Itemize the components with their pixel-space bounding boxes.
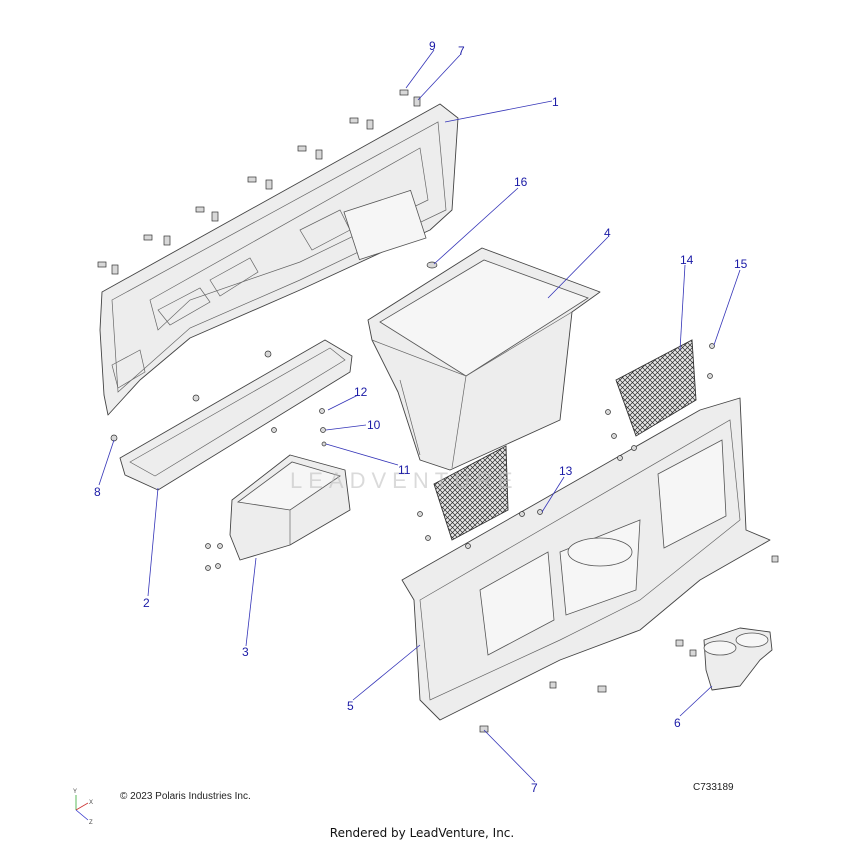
- callout-10[interactable]: 10: [367, 418, 381, 432]
- callout-9[interactable]: 9: [429, 39, 436, 53]
- callout-15[interactable]: 15: [734, 257, 748, 271]
- callout-3[interactable]: 3: [242, 645, 249, 659]
- rear-trim-panel-part[interactable]: [401, 397, 771, 721]
- callout-16[interactable]: 16: [514, 175, 528, 189]
- panel-fasteners: [97, 89, 421, 275]
- axis-y-label: Y: [73, 789, 77, 795]
- axis-x-label: X: [89, 800, 93, 806]
- misc-hardware: [110, 343, 779, 733]
- callout-14[interactable]: 14: [680, 253, 694, 267]
- callout-13[interactable]: 13: [559, 464, 573, 478]
- callout-12[interactable]: 12: [354, 385, 368, 399]
- cover-part[interactable]: [229, 454, 351, 561]
- cup-holder-part[interactable]: [703, 627, 773, 691]
- rendered-by-text: Rendered by LeadVenture, Inc.: [329, 826, 515, 840]
- storage-bin-part[interactable]: [367, 247, 601, 471]
- diagram-code: C733189: [693, 782, 734, 793]
- callout-4[interactable]: 4: [604, 226, 611, 240]
- callout-1[interactable]: 1: [552, 95, 559, 109]
- callout-7-bottom[interactable]: 7: [531, 781, 538, 795]
- copyright-text: © 2023 Polaris Industries Inc.: [120, 791, 251, 802]
- callout-11[interactable]: 11: [398, 463, 411, 477]
- mesh-panel-upper[interactable]: [615, 339, 697, 437]
- axis-z-label: Z: [89, 820, 93, 826]
- callout-6[interactable]: 6: [674, 716, 681, 730]
- mesh-panel-lower[interactable]: [433, 445, 509, 541]
- callout-5[interactable]: 5: [347, 699, 354, 713]
- callout-8[interactable]: 8: [94, 485, 101, 499]
- lower-rail-part[interactable]: [119, 339, 353, 491]
- watermark: LEADVENTURE: [290, 468, 519, 493]
- axis-triad-icon: Y X Z: [73, 789, 93, 826]
- callout-7-top[interactable]: 7: [458, 44, 465, 58]
- rear-panel-part[interactable]: [99, 103, 459, 416]
- leader-lines: [98, 49, 741, 783]
- callout-2[interactable]: 2: [143, 596, 150, 610]
